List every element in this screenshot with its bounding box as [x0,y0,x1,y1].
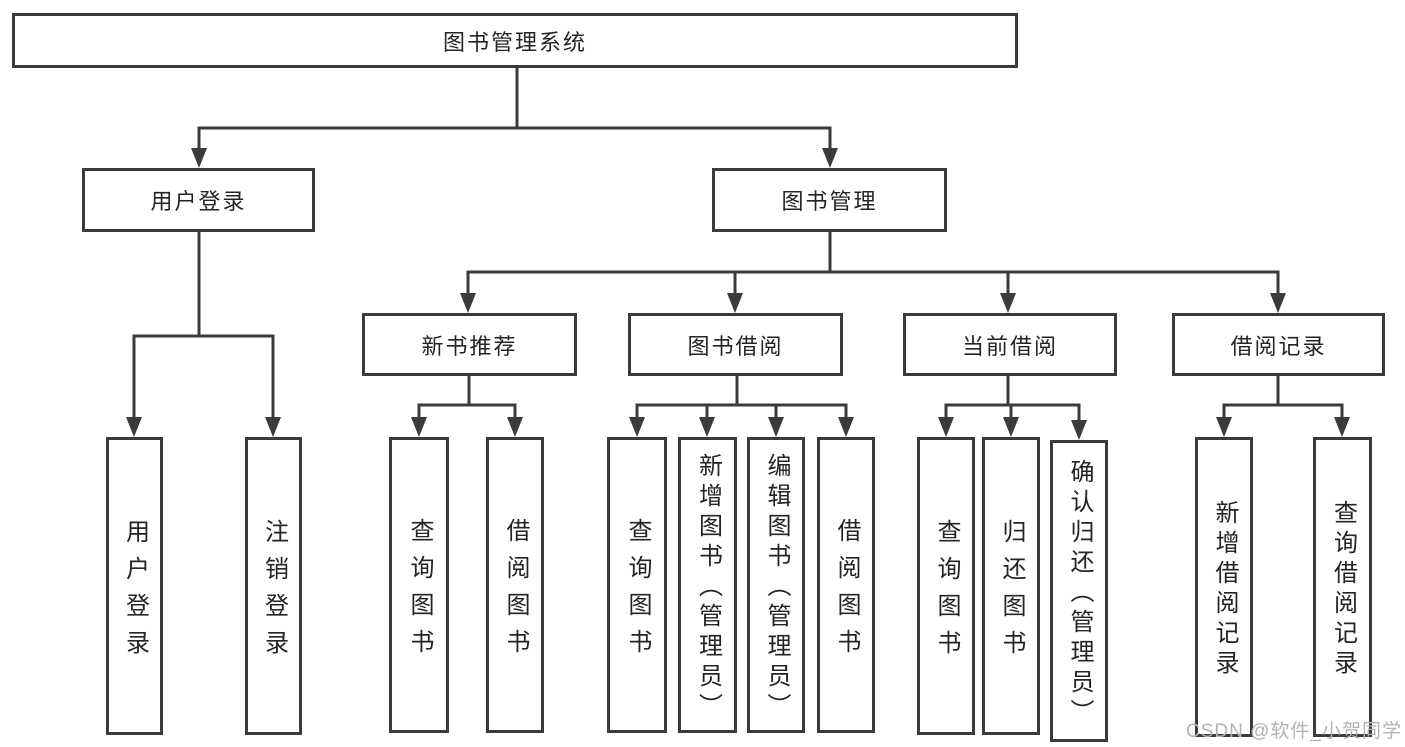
leaf-br-add-record-label: 新增借阅记录 [1211,500,1238,680]
leaf-nbr-borrow-books-label: 借阅图书 [502,518,529,666]
leaf-bb-add-books-admin-label: 新增图书（管理员） [694,453,722,723]
leaf-bb-edit-books-admin: 编辑图书（管理员） [747,437,805,733]
leaf-bb-borrow-books: 借阅图书 [817,437,875,733]
leaf-cb-query-books: 查询图书 [917,437,975,735]
leaf-nbr-borrow-books: 借阅图书 [486,437,544,733]
leaf-br-add-record: 新增借阅记录 [1195,437,1253,737]
leaf-bb-query-books: 查询图书 [607,437,667,733]
leaf-nbr-query-books-label: 查询图书 [406,518,433,666]
box-current-borrowing-label: 当前借阅 [961,333,1058,359]
box-new-book-recommend: 新书推荐 [362,313,577,376]
box-borrowing-records-label: 借阅记录 [1230,333,1327,359]
csdn-watermark: CSDN @软件_小贺同学 [1186,721,1402,742]
leaf-user-login-label: 用户登录 [121,519,149,667]
box-user-login-label: 用户登录 [150,189,247,214]
box-book-management-label: 图书管理 [781,189,878,214]
leaf-bb-borrow-books-label: 借阅图书 [833,518,860,666]
leaf-br-query-record: 查询借阅记录 [1313,437,1372,737]
leaf-cb-return-books: 归还图书 [982,437,1040,735]
box-library-system-label: 图书管理系统 [442,29,587,55]
leaf-bb-add-books-admin: 新增图书（管理员） [678,437,737,733]
box-book-borrowing: 图书借阅 [628,313,843,376]
box-book-management: 图书管理 [712,168,947,232]
box-book-borrowing-label: 图书借阅 [687,333,784,359]
leaf-cb-return-books-label: 归还图书 [998,519,1025,667]
box-current-borrowing: 当前借阅 [903,313,1117,376]
leaf-cb-query-books-label: 查询图书 [933,519,960,667]
leaf-cb-confirm-return-admin: 确认归还（管理员） [1050,440,1108,742]
leaf-cb-confirm-return-admin-label: 确认归还（管理员） [1066,459,1093,729]
leaf-bb-query-books-label: 查询图书 [624,518,651,666]
leaf-bb-edit-books-admin-label: 编辑图书（管理员） [763,453,790,723]
box-library-system: 图书管理系统 [12,13,1018,68]
box-user-login: 用户登录 [82,168,315,232]
leaf-nbr-query-books: 查询图书 [389,437,449,733]
leaf-user-login: 用户登录 [106,437,163,735]
leaf-logout-login: 注销登录 [245,437,302,735]
box-new-book-recommend-label: 新书推荐 [421,333,518,359]
box-borrowing-records: 借阅记录 [1172,313,1385,376]
leaf-br-query-record-label: 查询借阅记录 [1329,500,1357,680]
leaf-logout-login-label: 注销登录 [260,519,288,667]
